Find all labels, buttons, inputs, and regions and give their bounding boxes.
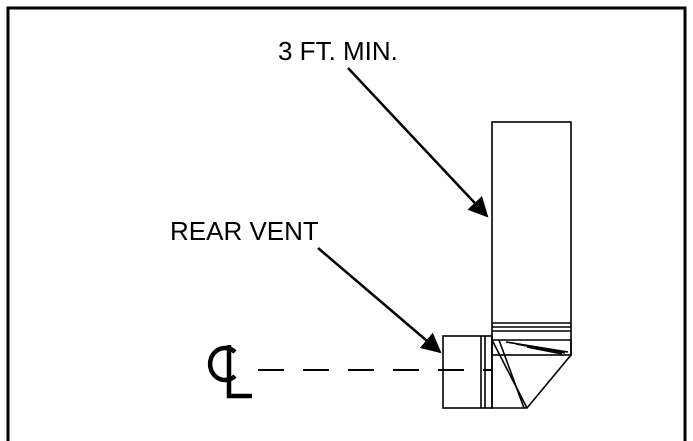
rear-vent-arrow <box>317 247 442 354</box>
rear-vent-stub <box>442 335 493 409</box>
rear-vent-label: REAR VENT <box>170 216 319 246</box>
vertical-vent-pipe <box>491 121 572 356</box>
min-height-arrow <box>347 67 489 218</box>
min-height-label: 3 FT. MIN. <box>278 36 398 66</box>
diagram-border <box>6 6 687 441</box>
vent-elbow <box>491 339 572 409</box>
centerline-icon <box>207 345 252 399</box>
